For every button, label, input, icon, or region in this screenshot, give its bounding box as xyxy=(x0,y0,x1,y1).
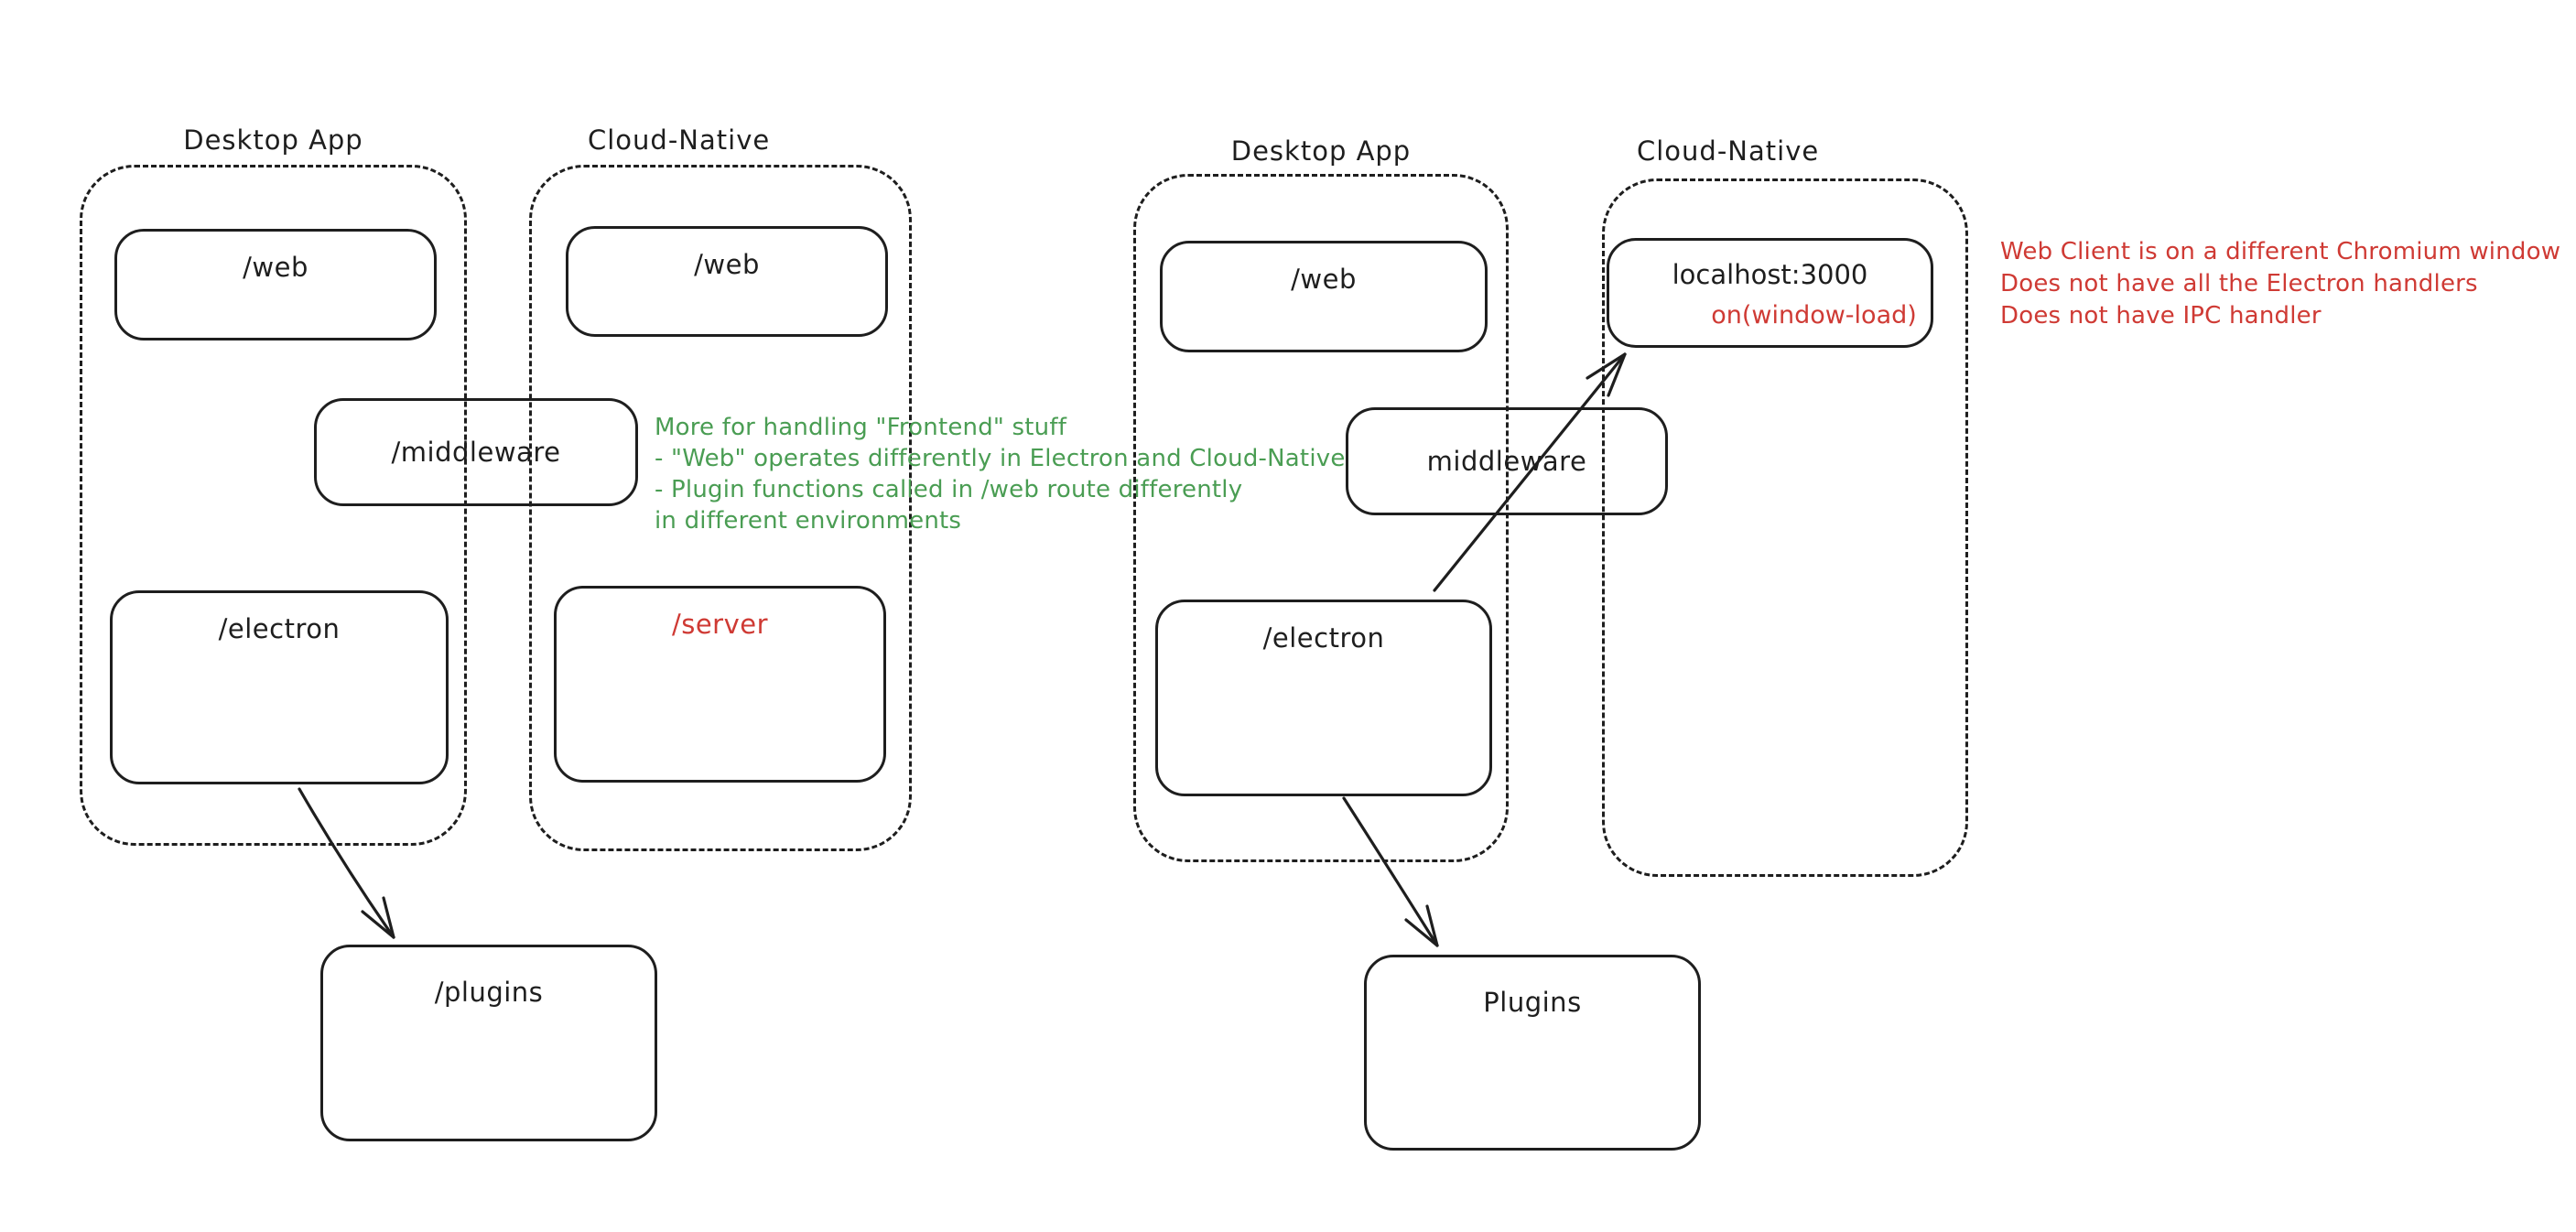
right-cloud-native-label: Cloud-Native xyxy=(1637,135,1820,167)
node-web-left-cloud: /web xyxy=(566,226,888,337)
green-note-line-4: in different environments xyxy=(655,507,962,535)
node-plugins-left: /plugins xyxy=(320,945,657,1141)
localhost-label: localhost:3000 xyxy=(1672,259,1868,290)
red-note-line-2: Does not have all the Electron handlers xyxy=(2000,270,2478,297)
node-electron-right-label: /electron xyxy=(1262,622,1385,654)
node-plugins-right: Plugins xyxy=(1364,955,1701,1151)
node-electron-left-label: /electron xyxy=(218,613,341,644)
node-middleware-right: middleware xyxy=(1346,407,1668,515)
node-web-right-desktop-label: /web xyxy=(1291,264,1357,295)
node-web-left-desktop-label: /web xyxy=(243,252,308,283)
green-note-line-1: More for handling "Frontend" stuff xyxy=(655,414,1067,441)
right-desktop-app-label: Desktop App xyxy=(1230,135,1412,167)
node-plugins-left-label: /plugins xyxy=(434,977,544,1008)
red-note: Web Client is on a different Chromium wi… xyxy=(2000,236,2560,332)
node-server-left-label: /server xyxy=(671,609,769,640)
node-plugins-right-label: Plugins xyxy=(1483,987,1582,1018)
green-note-line-3: - Plugin functions called in /web route … xyxy=(655,476,1243,503)
node-middleware-left-label: /middleware xyxy=(391,437,561,468)
red-note-line-1: Web Client is on a different Chromium wi… xyxy=(2000,238,2561,265)
node-electron-right: /electron xyxy=(1155,600,1492,796)
left-cloud-native-container xyxy=(529,165,912,851)
on-window-load-label: on(window-load) xyxy=(1711,301,1917,330)
node-server-left: /server xyxy=(554,586,886,783)
node-middleware-right-label: middleware xyxy=(1426,446,1587,477)
node-web-left-cloud-label: /web xyxy=(694,249,760,280)
node-web-right-desktop: /web xyxy=(1160,241,1488,352)
green-note-line-2: - "Web" operates differently in Electron… xyxy=(655,445,1346,472)
node-middleware-left: /middleware xyxy=(314,398,638,506)
node-electron-left: /electron xyxy=(110,590,449,784)
node-web-left-desktop: /web xyxy=(114,229,437,340)
left-cloud-native-label: Cloud-Native xyxy=(588,124,771,156)
node-localhost-3000: localhost:3000 on(window-load) xyxy=(1607,238,1933,348)
green-note: More for handling "Frontend" stuff - "We… xyxy=(655,412,1346,536)
red-note-line-3: Does not have IPC handler xyxy=(2000,302,2322,330)
left-desktop-app-label: Desktop App xyxy=(183,124,363,156)
